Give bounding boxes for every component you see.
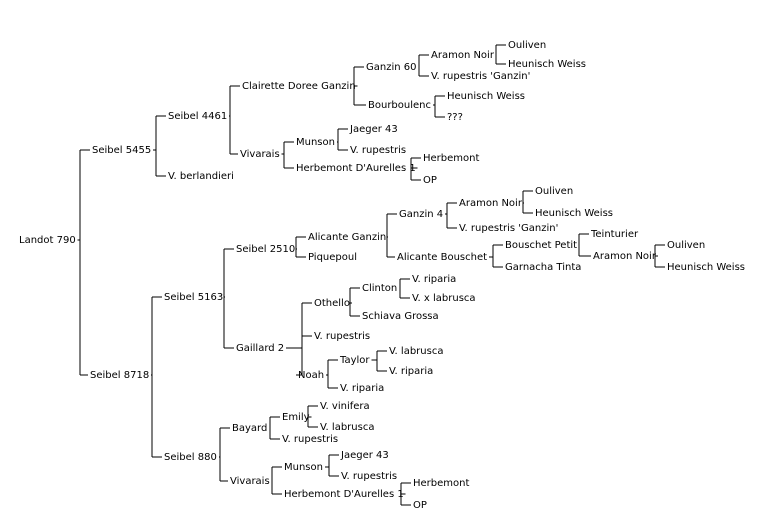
node-ouliven: Ouliven [667, 240, 705, 251]
node-v-labrusca: V. labrusca [389, 346, 443, 357]
node-piquepoul: Piquepoul [308, 252, 357, 263]
node-herbemont-d-aurelles-1: Herbemont D'Aurelles 1 [284, 489, 404, 500]
node-seibel-2510: Seibel 2510 [236, 244, 295, 255]
node-taylor: Taylor [339, 355, 370, 366]
node-clairette-doree-ganzin: Clairette Doree Ganzin [242, 81, 356, 92]
node-v-x-labrusca: V. x labrusca [412, 293, 476, 304]
node-vivarais: Vivarais [240, 149, 280, 160]
node-aramon-noir: Aramon Noir [459, 198, 523, 209]
node-bourboulenc: Bourboulenc [368, 100, 431, 111]
node-heunisch-weiss: Heunisch Weiss [447, 91, 525, 102]
node-alicante-bouschet: Alicante Bouschet [397, 252, 487, 263]
node-v-rupestris: V. rupestris [350, 145, 406, 156]
node-v-vinifera: V. vinifera [320, 401, 370, 412]
node-garnacha-tinta: Garnacha Tinta [505, 262, 581, 273]
node-landot-790: Landot 790 [19, 235, 76, 246]
node-v-riparia: V. riparia [389, 366, 433, 377]
node-v-rupestris: V. rupestris [282, 434, 338, 445]
node-seibel-880: Seibel 880 [164, 452, 217, 463]
node-v-rupestris-ganzin: V. rupestris 'Ganzin' [431, 71, 530, 82]
node-herbemont-d-aurelles-1: Herbemont D'Aurelles 1 [296, 163, 416, 174]
node-jaeger-43: Jaeger 43 [349, 124, 398, 135]
node-munson: Munson [284, 462, 323, 473]
node-v-labrusca: V. labrusca [320, 422, 374, 433]
node-v-riparia: V. riparia [412, 274, 456, 285]
node-herbemont: Herbemont [413, 478, 469, 489]
node-heunisch-weiss: Heunisch Weiss [667, 262, 745, 273]
node-ouliven: Ouliven [508, 40, 546, 51]
node-bayard: Bayard [232, 423, 267, 434]
node-jaeger-43: Jaeger 43 [340, 450, 389, 461]
node-othello: Othello [314, 298, 350, 309]
node-gaillard-2: Gaillard 2 [236, 343, 284, 354]
node-teinturier: Teinturier [590, 229, 639, 240]
node-ganzin-4: Ganzin 4 [399, 209, 443, 220]
node-op: OP [413, 500, 427, 511]
node-noah: Noah [298, 370, 324, 381]
node-vivarais: Vivarais [230, 476, 270, 487]
node-clinton: Clinton [362, 283, 397, 294]
node-seibel-5163: Seibel 5163 [164, 292, 223, 303]
node-schiava-grossa: Schiava Grossa [362, 311, 439, 322]
node-bouschet-petit: Bouschet Petit [505, 240, 577, 251]
node-v-rupestris-ganzin: V. rupestris 'Ganzin' [459, 223, 558, 234]
node-herbemont: Herbemont [423, 153, 479, 164]
node-aramon-noir: Aramon Noir [593, 251, 657, 262]
node-ganzin-60: Ganzin 60 [366, 62, 416, 73]
node-emily: Emily [282, 412, 310, 423]
node-v-berlandieri: V. berlandieri [168, 171, 234, 182]
node-ouliven: Ouliven [535, 186, 573, 197]
node-: ??? [447, 112, 463, 123]
node-seibel-4461: Seibel 4461 [168, 111, 227, 122]
node-v-rupestris: V. rupestris [341, 471, 397, 482]
node-v-rupestris: V. rupestris [314, 331, 370, 342]
node-heunisch-weiss: Heunisch Weiss [535, 208, 613, 219]
node-seibel-8718: Seibel 8718 [90, 370, 149, 381]
node-v-riparia: V. riparia [340, 383, 384, 394]
node-seibel-5455: Seibel 5455 [92, 145, 151, 156]
node-alicante-ganzin: Alicante Ganzin [308, 232, 386, 243]
node-munson: Munson [296, 137, 335, 148]
node-op: OP [423, 175, 437, 186]
node-aramon-noir: Aramon Noir [431, 50, 495, 61]
node-heunisch-weiss: Heunisch Weiss [508, 59, 586, 70]
